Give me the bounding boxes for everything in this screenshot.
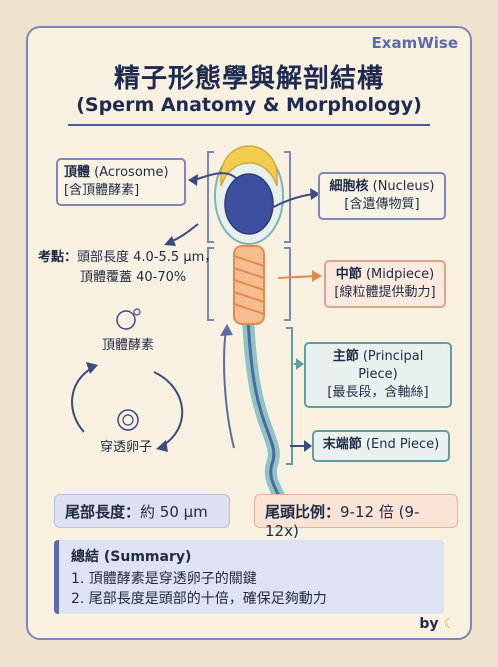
midpiece-en: (Midpiece)	[365, 267, 435, 282]
label-nucleus: 細胞核 (Nucleus) [含遺傳物質]	[318, 172, 446, 220]
end-en: (End Piece)	[365, 437, 440, 452]
midpiece-sub: [線粒體提供動力]	[334, 285, 436, 300]
cycle-arc-right	[153, 371, 184, 447]
enzyme-icon	[116, 308, 141, 330]
cycle-label-penetrate: 穿透卵子	[100, 440, 153, 455]
acrosome-en: (Acrosome)	[94, 165, 169, 180]
cycle-arrowhead-left	[86, 362, 98, 374]
label-principal-piece: 主節 (Principal Piece) [最長段，含軸絲]	[304, 342, 452, 408]
tail-bracket	[286, 327, 293, 465]
note-line2: 頂體覆蓋 40-70%	[80, 270, 187, 285]
arrowhead-nucleus	[310, 188, 320, 200]
egg-target-icon	[117, 409, 139, 431]
principal-name: 主節	[332, 349, 359, 364]
midpiece-coil	[233, 255, 265, 315]
arrow-up-tail	[223, 329, 235, 449]
arrowhead-end	[304, 440, 312, 452]
note-label: 考點：	[38, 250, 78, 265]
tail-length-value: 約 50 µm	[140, 503, 208, 521]
byline: by ☾	[419, 616, 456, 632]
nucleus-shape	[224, 173, 274, 235]
tail-length-badge: 尾部長度：約 50 µm	[54, 494, 230, 528]
arrowhead-acrosome	[188, 174, 198, 186]
ratio-label: 尾頭比例：	[265, 503, 341, 521]
title-divider	[68, 124, 430, 126]
arrowhead-up-tail	[220, 324, 233, 336]
summary-title: 總結 (Summary)	[71, 549, 192, 565]
note-line1: 頭部長度 4.0-5.5 µm，	[77, 250, 218, 265]
mid-bracket	[207, 247, 214, 321]
nucleus-name: 細胞核	[329, 179, 369, 194]
principal-sub: [最長段，含軸絲]	[327, 385, 429, 400]
banana-icon: ☾	[443, 616, 456, 632]
summary-item: 2. 尾部長度是頭部的十倍，確保足夠動力	[71, 591, 327, 607]
head-bracket-right	[284, 151, 291, 243]
arrow-note	[169, 223, 199, 243]
cycle-label-enzyme: 頂體酵素	[102, 338, 155, 353]
arrow-midpiece	[277, 275, 317, 279]
byline-text: by	[419, 616, 439, 632]
sperm-diagram	[71, 145, 322, 504]
acrosome-sub: [含頂體酵素]	[64, 183, 140, 198]
summary-item: 1. 頂體酵素是穿透卵子的關鍵	[71, 571, 257, 587]
principal-en: (Principal Piece)	[358, 349, 424, 382]
arrowhead-midpiece	[312, 270, 322, 282]
summary-box: 總結 (Summary) 1. 頂體酵素是穿透卵子的關鍵 2. 尾部長度是頭部的…	[54, 540, 444, 614]
brand-logo-text: ExamWise	[371, 34, 458, 52]
page-title: 精子形態學與解剖結構	[113, 64, 384, 94]
tail-length-label: 尾部長度：	[65, 503, 141, 521]
infographic-card: ExamWise 精子形態學與解剖結構 (Sperm Anatomy & Mor…	[26, 26, 472, 640]
label-midpiece: 中節 (Midpiece) [線粒體提供動力]	[324, 260, 446, 308]
label-end-piece: 末端節 (End Piece)	[312, 430, 450, 462]
sperm-tail	[242, 312, 286, 504]
mid-bracket-right	[284, 247, 291, 321]
head-bracket	[207, 151, 214, 243]
acrosome-name: 頂體	[64, 165, 91, 180]
arrow-nucleus	[267, 193, 315, 211]
acrosome-cap	[220, 145, 278, 187]
exam-note: 考點：頭部長度 4.0-5.5 µm， 頂體覆蓋 40-70%	[38, 248, 217, 288]
cycle-arc-left	[71, 367, 93, 433]
sperm-tail-core	[246, 317, 282, 499]
nucleus-en: (Nucleus)	[372, 179, 435, 194]
midpiece-name: 中節	[335, 267, 362, 282]
cycle-arrowhead-right	[156, 440, 168, 452]
label-acrosome: 頂體 (Acrosome) [含頂體酵素]	[56, 158, 186, 206]
nucleus-sub: [含遺傳物質]	[344, 197, 420, 212]
end-name: 末端節	[322, 437, 362, 452]
arrowhead-note	[164, 236, 176, 246]
arrowhead-principal	[296, 358, 304, 370]
tail-head-ratio-badge: 尾頭比例：9-12 倍 (9-12x)	[254, 494, 458, 540]
page-subtitle: (Sperm Anatomy & Morphology)	[76, 94, 422, 116]
ratio-value: 9-12 倍 (9-12x)	[265, 503, 420, 540]
